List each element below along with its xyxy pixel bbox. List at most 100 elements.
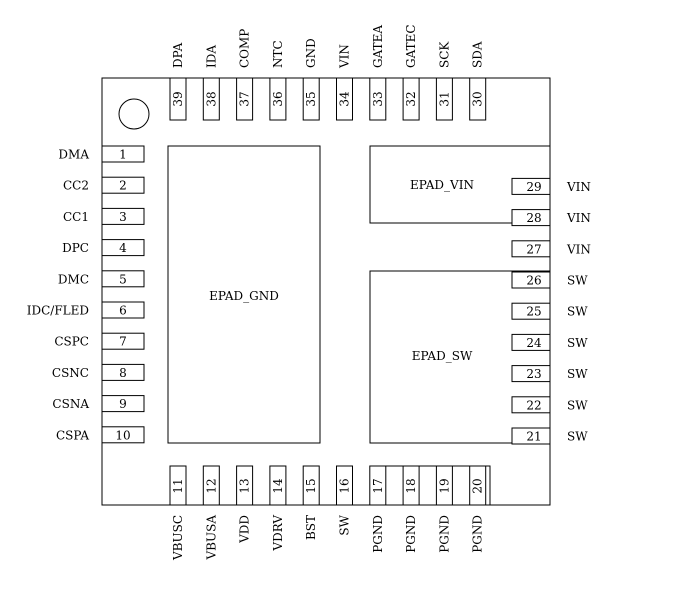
pin-18-number: 18 bbox=[404, 478, 418, 493]
pin-11-number: 11 bbox=[171, 478, 185, 493]
pin-7-number: 7 bbox=[119, 335, 127, 349]
pin-1-name: DMA bbox=[58, 148, 89, 162]
left-pin-group: 1DMA2CC23CC14DPC5DMC6IDC/FLED7CSPC8CSNC9… bbox=[27, 145, 145, 444]
pin-10-number: 10 bbox=[115, 428, 130, 442]
pin-28-pad bbox=[511, 209, 551, 227]
pin-16-name: SW bbox=[338, 514, 352, 535]
pin-9-name: CSNA bbox=[52, 397, 89, 411]
pin-15-pad bbox=[302, 465, 320, 506]
epad-sw bbox=[369, 270, 551, 444]
pin-24-pad bbox=[511, 333, 551, 351]
pin-2-number: 2 bbox=[119, 179, 127, 193]
pin-8-number: 8 bbox=[119, 366, 127, 380]
pin-5-number: 5 bbox=[119, 272, 127, 286]
pin-12-number: 12 bbox=[204, 478, 218, 493]
pin-21-name: SW bbox=[567, 430, 588, 444]
pin-31-name: SCK bbox=[437, 41, 451, 68]
pin-13-number: 13 bbox=[238, 478, 252, 493]
epad-gnd bbox=[167, 145, 321, 444]
pin-4-number: 4 bbox=[119, 241, 127, 255]
pin-29-pad bbox=[511, 177, 551, 195]
pin-18-pad bbox=[402, 465, 420, 506]
pin-20-pad bbox=[469, 465, 487, 506]
pin-28-number: 28 bbox=[526, 211, 541, 225]
pin-29-name: VIN bbox=[566, 180, 591, 194]
pin-21-pad bbox=[511, 427, 551, 445]
pin-30-name: SDA bbox=[471, 41, 485, 68]
pin-27-name: VIN bbox=[566, 242, 591, 256]
pin-20-name: PGND bbox=[471, 515, 485, 553]
pin-18-name: PGND bbox=[404, 515, 418, 553]
pin-8-pad bbox=[101, 363, 145, 381]
pin-22-number: 22 bbox=[526, 398, 541, 412]
pin-14-pad bbox=[269, 465, 287, 506]
pin-30-pad bbox=[469, 77, 487, 121]
pin-26-name: SW bbox=[567, 274, 588, 288]
pin-27-number: 27 bbox=[526, 242, 541, 256]
pin-25-number: 25 bbox=[526, 305, 541, 319]
pin-37-pad bbox=[236, 77, 254, 121]
pin-14-number: 14 bbox=[271, 478, 285, 494]
pin-27-pad bbox=[511, 240, 551, 258]
pin-26-number: 26 bbox=[526, 274, 541, 288]
pin-38-number: 38 bbox=[204, 91, 218, 106]
pin-15-number: 15 bbox=[304, 478, 318, 493]
pin-9-pad bbox=[101, 395, 145, 413]
pin-3-number: 3 bbox=[119, 210, 127, 224]
pin-37-number: 37 bbox=[238, 91, 252, 106]
pin-26-pad bbox=[511, 271, 551, 289]
pin-19-pad bbox=[435, 465, 453, 506]
pin-31-pad bbox=[435, 77, 453, 121]
pin-10-pad bbox=[101, 426, 145, 444]
pin-15-name: BST bbox=[304, 515, 318, 540]
pin-22-name: SW bbox=[567, 398, 588, 412]
epad-sw-label: EPAD_SW bbox=[412, 349, 473, 363]
pin-38-name: IDA bbox=[204, 45, 218, 68]
pin-11-name: VBUSC bbox=[171, 515, 185, 561]
pin-13-pad bbox=[236, 465, 254, 506]
pin-10-name: CSPA bbox=[56, 428, 89, 442]
pin-22-pad bbox=[511, 396, 551, 414]
top-pin-group: 30SDA31SCK32GATEC33GATEA34VIN35GND36NTC3… bbox=[169, 24, 487, 121]
pin-3-pad bbox=[101, 207, 145, 225]
pin-36-number: 36 bbox=[271, 91, 285, 106]
pin-36-pad bbox=[269, 77, 287, 121]
pin-2-name: CC2 bbox=[63, 179, 89, 193]
pin-8-name: CSNC bbox=[52, 366, 89, 380]
pin-7-pad bbox=[101, 332, 145, 350]
epad-vin-label: EPAD_VIN bbox=[410, 178, 474, 192]
pin-35-number: 35 bbox=[304, 91, 318, 106]
pin-6-number: 6 bbox=[119, 304, 127, 318]
pin-24-name: SW bbox=[567, 336, 588, 350]
pin-39-pad bbox=[169, 77, 187, 121]
pin-35-name: GND bbox=[304, 38, 318, 68]
bottom-pin-group: 11VBUSC12VBUSA13VDD14VDRV15BST16SW17PGND… bbox=[169, 465, 491, 561]
pin-12-pad bbox=[202, 465, 220, 506]
pin-17-number: 17 bbox=[371, 478, 385, 493]
pin-24-number: 24 bbox=[526, 336, 542, 350]
pin-19-number: 19 bbox=[437, 478, 451, 493]
pin-39-name: DPA bbox=[171, 42, 185, 68]
pin-5-name: DMC bbox=[58, 272, 89, 286]
pin-39-number: 39 bbox=[171, 91, 185, 106]
pin-19-name: PGND bbox=[437, 515, 451, 553]
pin-33-pad bbox=[369, 77, 387, 121]
pin-4-pad bbox=[101, 239, 145, 257]
pin-17-pad bbox=[369, 465, 387, 506]
pin-3-name: CC1 bbox=[63, 210, 89, 224]
pin-25-pad bbox=[511, 302, 551, 320]
pin-38-pad bbox=[202, 77, 220, 121]
pin-6-pad bbox=[101, 301, 145, 319]
pin-6-name: IDC/FLED bbox=[27, 304, 89, 318]
pin-34-name: VIN bbox=[338, 44, 352, 69]
pin-1-number: 1 bbox=[119, 148, 127, 162]
pin-34-pad bbox=[336, 77, 353, 121]
pin-36-name: NTC bbox=[271, 40, 285, 68]
pin-37-name: COMP bbox=[238, 29, 252, 68]
pin-20-number: 20 bbox=[471, 478, 485, 493]
pin-14-name: VDRV bbox=[271, 515, 285, 552]
pin-31-number: 31 bbox=[437, 91, 451, 106]
pin-32-pad bbox=[402, 77, 420, 121]
